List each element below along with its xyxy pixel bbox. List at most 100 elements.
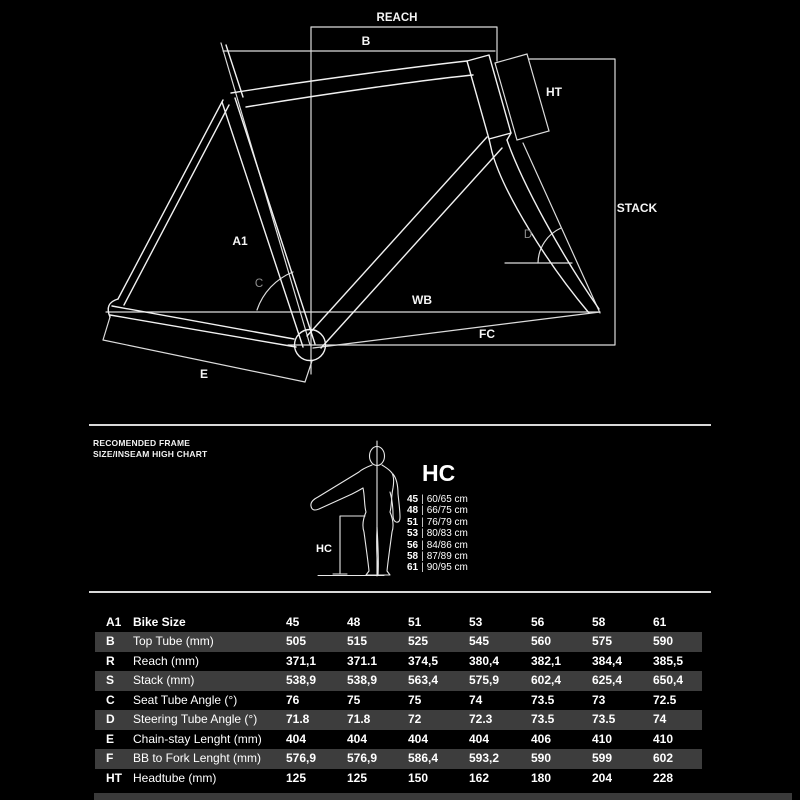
cell-value: 625,4 bbox=[592, 673, 623, 688]
row-code: F bbox=[106, 751, 114, 766]
bottom-bracket bbox=[293, 328, 327, 362]
figure-extended-arm bbox=[310, 464, 373, 511]
row-label: Headtube (mm) bbox=[133, 770, 217, 785]
row-label: Reach (mm) bbox=[133, 653, 200, 668]
hc-size: 48 bbox=[407, 505, 419, 517]
figure-hc-label: HC bbox=[316, 543, 332, 555]
cell-value: 150 bbox=[408, 770, 429, 785]
rear-dropout bbox=[107, 298, 119, 318]
fc-line bbox=[312, 311, 601, 349]
hc-size: 61 bbox=[407, 562, 419, 574]
cell-value: 72.3 bbox=[469, 712, 493, 727]
e-bracket bbox=[102, 316, 313, 383]
cell-value: 593,2 bbox=[469, 751, 500, 766]
hc-list-item: 51|76/79 cm bbox=[407, 517, 468, 528]
label-reach: REACH bbox=[377, 12, 418, 24]
cell-value: 71.8 bbox=[286, 712, 310, 727]
seatpost bbox=[225, 44, 244, 98]
row-code: C bbox=[106, 692, 115, 707]
hc-list-item: 53|80/83 cm bbox=[407, 528, 468, 539]
figure-head bbox=[368, 445, 386, 467]
hc-list-item: 61|90/95 cm bbox=[407, 562, 468, 573]
hc-range: 90/95 cm bbox=[426, 562, 468, 574]
cell-value: 602 bbox=[653, 751, 674, 766]
cell-value: 180 bbox=[531, 770, 552, 785]
hc-separator: | bbox=[421, 505, 424, 517]
cell-value: 76 bbox=[286, 692, 300, 707]
row-label: BB to Fork Lenght (mm) bbox=[133, 751, 262, 766]
hc-range: 60/65 cm bbox=[426, 494, 468, 505]
cell-value: 560 bbox=[531, 634, 552, 649]
row-code: D bbox=[106, 712, 115, 727]
human-figure-drawing: HC bbox=[310, 440, 401, 577]
hc-separator: | bbox=[421, 562, 424, 574]
label-c: C bbox=[255, 278, 263, 290]
hc-list-item: 58|87/89 cm bbox=[407, 551, 468, 562]
row-label: Top Tube (mm) bbox=[133, 634, 214, 649]
cell-value: 545 bbox=[469, 634, 490, 649]
row-code: A1 bbox=[106, 615, 122, 629]
cell-value: 575,9 bbox=[469, 673, 500, 688]
cell-value: 538,9 bbox=[286, 673, 317, 688]
table-row: D Steering Tube Angle (°) 71.8 71.8 72 72.3… bbox=[95, 710, 702, 730]
d-angle-arc bbox=[537, 227, 562, 264]
cell-value: 73.5 bbox=[592, 712, 616, 727]
hc-separator: | bbox=[421, 516, 424, 528]
hc-range: 66/75 cm bbox=[426, 505, 468, 517]
row-label: Steering Tube Angle (°) bbox=[133, 712, 258, 727]
label-d: D bbox=[524, 229, 532, 241]
cell-value: 576,9 bbox=[347, 751, 378, 766]
row-code: E bbox=[106, 731, 115, 746]
figure-torso-legs bbox=[362, 464, 395, 576]
cell-value: 576,9 bbox=[286, 751, 317, 766]
label-b: B bbox=[362, 34, 371, 48]
inseam-chart-section: RECOMENDED FRAME SIZE/INSEAM HIGH CHART … bbox=[80, 433, 720, 591]
hc-list-item: 56|84/86 cm bbox=[407, 540, 468, 551]
row-code: B bbox=[106, 634, 115, 649]
hc-list-item: 48|66/75 cm bbox=[407, 505, 468, 516]
chain-stays bbox=[109, 305, 297, 348]
cell-value: 228 bbox=[653, 770, 674, 785]
hc-separator: | bbox=[421, 528, 424, 540]
cell-value: 384,4 bbox=[592, 653, 623, 668]
row-label: Bike Size bbox=[133, 615, 186, 629]
hc-list-item: 45|60/65 cm bbox=[407, 494, 468, 505]
cell-value: 590 bbox=[531, 751, 552, 766]
row-label: Stack (mm) bbox=[133, 673, 195, 688]
hc-size: 45 bbox=[407, 494, 419, 505]
inseam-chart-heading: RECOMENDED FRAME SIZE/INSEAM HIGH CHART bbox=[93, 438, 207, 460]
cell-value: 371,1 bbox=[286, 653, 317, 668]
c-angle-arc bbox=[256, 271, 294, 311]
cell-value: 56 bbox=[531, 615, 545, 629]
cell-value: 73.5 bbox=[531, 712, 555, 727]
cell-value: 74 bbox=[653, 712, 667, 727]
label-e: E bbox=[200, 367, 208, 381]
cell-value: 538,9 bbox=[347, 673, 378, 688]
seat-tube bbox=[221, 97, 316, 348]
cell-value: 72 bbox=[408, 712, 422, 727]
cell-value: 505 bbox=[286, 634, 307, 649]
cell-value: 599 bbox=[592, 751, 613, 766]
cell-value: 525 bbox=[408, 634, 429, 649]
cell-value: 380,4 bbox=[469, 653, 500, 668]
reach-bracket bbox=[310, 26, 498, 62]
cell-value: 71.8 bbox=[347, 712, 371, 727]
hc-size: 56 bbox=[407, 539, 419, 551]
down-tube bbox=[306, 136, 503, 349]
hc-measure-box bbox=[339, 515, 366, 574]
cell-value: 45 bbox=[286, 615, 300, 629]
dimension-lines bbox=[102, 26, 616, 383]
hc-range: 84/86 cm bbox=[426, 539, 468, 551]
inseam-heading-line2: SIZE/INSEAM HIGH CHART bbox=[93, 449, 208, 459]
hc-separator: | bbox=[421, 494, 424, 505]
cell-value: 53 bbox=[469, 615, 483, 629]
seat-stays bbox=[117, 99, 230, 306]
cell-value: 72.5 bbox=[653, 692, 677, 707]
